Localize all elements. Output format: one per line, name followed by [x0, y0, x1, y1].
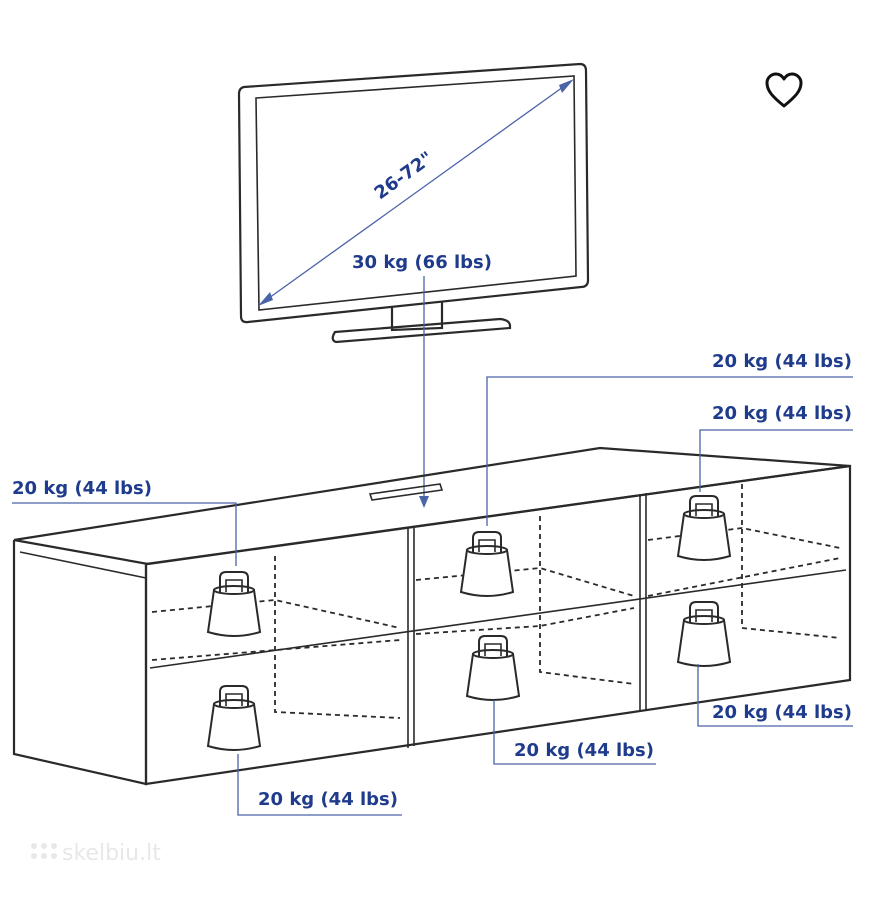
tv-load-label: 30 kg (66 lbs)	[352, 252, 492, 273]
favorite-button[interactable]	[763, 70, 805, 110]
weight-icon-right-bottom	[676, 601, 732, 667]
weight-icon-right-top	[676, 495, 732, 561]
tv-load-arrowhead	[419, 496, 429, 508]
interior-dash-8	[647, 557, 841, 597]
watermark: skelbiu.lt	[62, 841, 161, 866]
tv-frame	[237, 62, 590, 324]
leader-right-top	[699, 429, 853, 492]
interior-dash-7	[647, 527, 841, 549]
weight-icon-middle-top	[459, 531, 515, 597]
tv-illustration: 26-72" 30 kg (66 lbs)	[237, 62, 590, 508]
bench-top-edge	[19, 551, 147, 579]
leader-middle-bottom	[493, 700, 656, 765]
leader-middle-top	[486, 376, 853, 526]
interior-dash-5	[415, 607, 635, 635]
tv-diagonal-label: 26-72"	[371, 148, 438, 204]
tv-stand-base	[331, 317, 512, 344]
load-label-right-top: 20 kg (44 lbs)	[712, 403, 852, 424]
tv-diagonal-arrow	[261, 81, 571, 304]
interior-dash-2	[151, 639, 401, 661]
bench-left-side	[12, 540, 148, 786]
interior-dash-9	[741, 484, 841, 639]
weight-icon-left-top	[206, 571, 262, 637]
front-shelf-line	[149, 569, 847, 669]
bench-front	[144, 464, 852, 786]
weights	[206, 495, 732, 751]
weight-icon-middle-bottom	[465, 635, 521, 701]
leader-right-bottom	[697, 664, 853, 727]
load-label-middle-top: 20 kg (44 lbs)	[712, 351, 852, 372]
tv-bench	[12, 446, 852, 786]
tv-neck	[390, 302, 444, 332]
heart-icon	[765, 72, 803, 108]
load-label-right-bottom: 20 kg (44 lbs)	[712, 702, 852, 723]
interior-dash-4	[415, 567, 635, 597]
load-label-left-bottom: 20 kg (44 lbs)	[258, 789, 398, 810]
tv-screen	[255, 75, 577, 311]
watermark-logo-icon	[31, 843, 57, 859]
interior-dash-6	[539, 516, 635, 685]
load-label-left-top: 20 kg (44 lbs)	[12, 478, 152, 499]
compartment-load-labels: 20 kg (44 lbs) 20 kg (44 lbs) 20 kg (44 …	[12, 351, 853, 816]
weight-icon-left-bottom	[206, 685, 262, 751]
cable-slot	[368, 483, 444, 501]
load-label-middle-bottom: 20 kg (44 lbs)	[514, 740, 654, 761]
leader-left-top	[12, 502, 237, 566]
tv-diagonal-arrowhead-start	[258, 292, 273, 306]
tv-diagonal-arrowhead-end	[559, 79, 574, 93]
interior-dash-1	[151, 599, 401, 629]
leader-left-bottom	[237, 754, 402, 816]
interior-dash-3	[274, 556, 401, 719]
